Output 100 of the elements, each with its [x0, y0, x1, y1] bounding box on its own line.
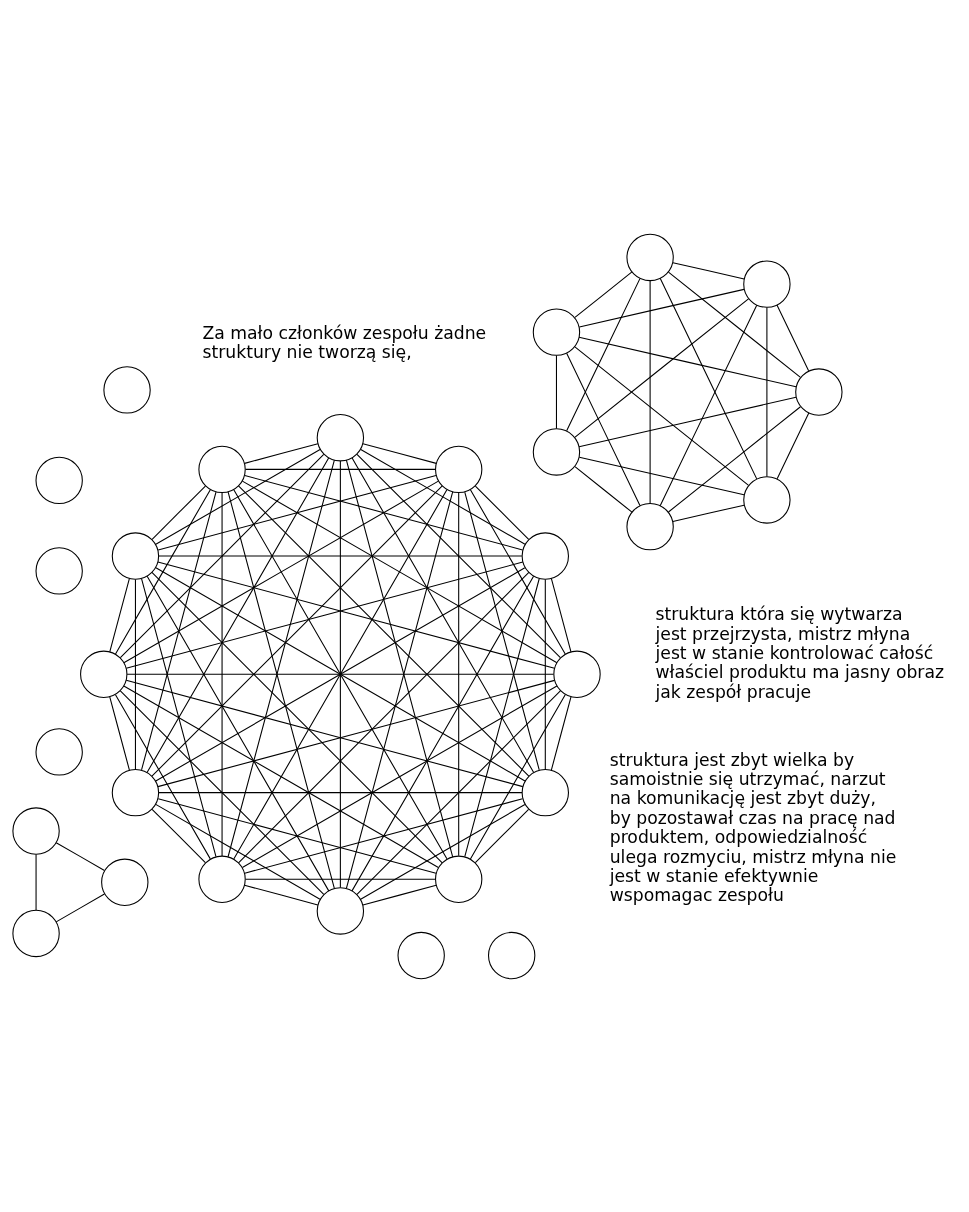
connector [339, 460, 341, 888]
connector [574, 270, 633, 318]
connector [469, 488, 566, 654]
node-circle [397, 931, 445, 979]
label: struktura która się wytwarza jest przejrzysta, mistrz młyna jest w stanie kontrolować całość właściel produktu ma jasny obraz jak zespół pracuje [655, 603, 945, 702]
node-circle [626, 502, 674, 550]
connector [158, 554, 523, 557]
connector [550, 577, 572, 652]
connector [360, 803, 526, 900]
connector [469, 693, 566, 859]
connector [126, 673, 555, 675]
connector [141, 491, 217, 770]
connector [155, 448, 321, 545]
connector [667, 271, 801, 378]
connector [221, 491, 223, 857]
label: struktura jest zbyt wielka by samoistnie się utrzymać, narzut na komunikację jest zbyt duży, by pozostawał czas na pracę nad produktem, odpowiedzialność ulega rozmyciu, mistrz młyna nie jest w stanie efektywnie wspomagac zespołu [609, 749, 897, 905]
node-circle [198, 855, 246, 903]
node-circle [316, 886, 365, 935]
node-circle [521, 768, 569, 816]
connector [464, 491, 540, 770]
connector [155, 566, 526, 781]
connector [151, 808, 206, 863]
node-circle [532, 307, 581, 356]
connector [238, 571, 530, 863]
node-circle [103, 365, 151, 414]
connector [151, 484, 443, 777]
connector [245, 878, 436, 880]
node-circle [111, 531, 160, 580]
label: Za mało członków zespołu żadne struktury nie tworzą się, [202, 322, 487, 362]
connector [119, 453, 325, 658]
connector [123, 480, 439, 663]
connector [566, 277, 641, 431]
connector [351, 575, 535, 891]
node-circle [35, 546, 83, 595]
connector [360, 448, 526, 545]
connector [776, 411, 810, 479]
connector [146, 456, 330, 773]
connector [35, 853, 37, 911]
node-circle [80, 650, 128, 698]
node-circle [532, 427, 581, 476]
connector [151, 571, 443, 863]
connector [155, 803, 321, 900]
connector [241, 684, 558, 868]
connector [474, 808, 530, 863]
connector [672, 261, 745, 279]
connector [158, 791, 523, 793]
connector [574, 345, 750, 486]
connector [474, 485, 530, 540]
connector [574, 297, 750, 438]
connector [766, 306, 768, 477]
node-circle [111, 768, 160, 816]
connector [141, 577, 217, 857]
node-circle [12, 806, 60, 855]
node-circle [553, 650, 601, 698]
connector [146, 575, 330, 891]
node-circle [743, 259, 791, 308]
connector [114, 488, 211, 654]
connector [574, 465, 633, 513]
node-circle [626, 233, 674, 281]
connector [578, 396, 797, 447]
connector [109, 577, 130, 652]
connector [233, 488, 448, 859]
connector [55, 841, 105, 871]
connector [114, 693, 211, 859]
connector [659, 304, 758, 506]
connector [578, 288, 745, 327]
connector [356, 453, 561, 658]
node-circle [521, 531, 569, 580]
node-circle [35, 727, 83, 776]
node-circle [487, 931, 536, 979]
connector [667, 405, 801, 513]
node-circle [198, 445, 246, 493]
connector [244, 797, 524, 874]
connector [157, 474, 437, 550]
node-circle [435, 445, 483, 493]
connector [672, 504, 745, 522]
connector [243, 884, 319, 905]
connector [555, 354, 557, 429]
connector [362, 442, 437, 464]
node-circle [795, 367, 843, 416]
connector [649, 279, 651, 504]
connector [464, 577, 540, 857]
node-circle [743, 475, 791, 524]
connector [776, 304, 810, 371]
node-circle [35, 456, 83, 504]
connector [578, 336, 797, 387]
connector [123, 684, 439, 868]
connector [578, 456, 745, 495]
connector [55, 893, 105, 922]
connector [351, 456, 535, 773]
connector [659, 277, 758, 479]
connector [134, 578, 136, 770]
connector [109, 695, 130, 771]
connector [362, 884, 437, 905]
connector [566, 352, 641, 506]
node-circle [316, 413, 365, 461]
connector [544, 578, 546, 770]
connector [237, 484, 530, 777]
connector [151, 485, 206, 540]
connector [241, 480, 558, 663]
